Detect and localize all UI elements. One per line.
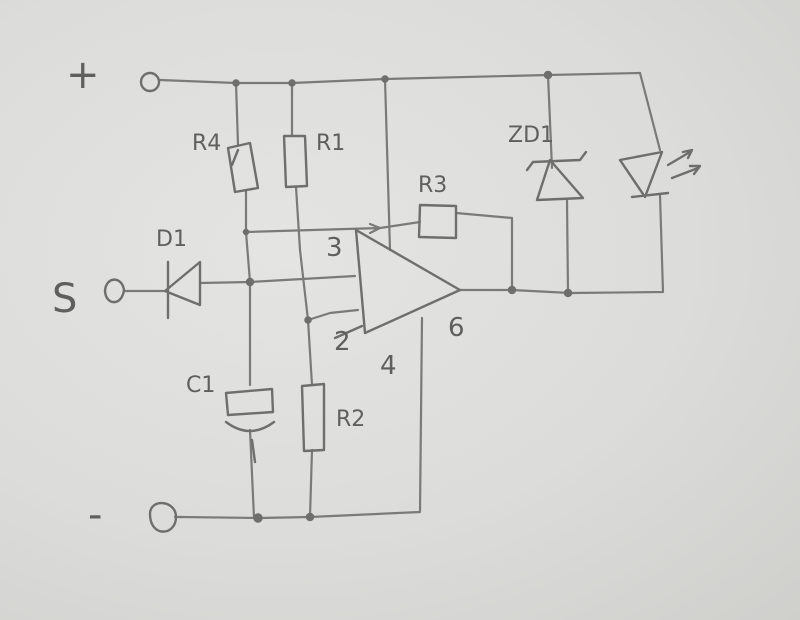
- resistor-r2: [300, 382, 326, 453]
- resistor-r4: [226, 141, 260, 194]
- c1-bottom-wire: [248, 428, 256, 520]
- junction-dot: [304, 316, 312, 324]
- r3-right-wire: [454, 211, 514, 292]
- plus-label: +: [66, 52, 100, 98]
- positive-terminal: [139, 71, 161, 93]
- r4-label: R4: [192, 131, 221, 156]
- zd1-label: ZD1: [508, 123, 554, 148]
- resistor-r1: [282, 134, 309, 189]
- junction-dot: [381, 75, 389, 83]
- zd1-bottom-wire: [565, 198, 570, 295]
- r3-label: R3: [418, 173, 447, 198]
- led: [618, 150, 670, 199]
- r4-bottom-wire: [244, 188, 252, 387]
- zener-zd1: [525, 150, 588, 202]
- r3-left-wire: [244, 220, 422, 235]
- signal-label: S: [52, 276, 77, 322]
- r2-bottom-wire: [308, 448, 314, 519]
- pin3-label: 3: [326, 233, 343, 263]
- led-to-output: [458, 193, 665, 295]
- junction-dot: [242, 228, 250, 236]
- junction-dot: [563, 288, 573, 298]
- opamp-pin2-stub: [333, 324, 364, 340]
- opamp-supply-wire: [383, 77, 392, 252]
- d1-label: D1: [156, 227, 187, 252]
- pin2-wire: [306, 308, 360, 322]
- op-amp: [354, 228, 462, 335]
- resistor-r3: [417, 203, 458, 240]
- negative-terminal: [148, 501, 178, 533]
- r4-top-wire: [234, 81, 240, 147]
- diode-d1: [163, 260, 202, 320]
- junction-dot: [245, 277, 255, 287]
- signal-terminal: [103, 278, 126, 304]
- junction-dot: [253, 513, 263, 523]
- pin6-label: 6: [448, 313, 465, 343]
- minus-label: -: [88, 492, 102, 538]
- pin2-label: 2: [334, 327, 351, 357]
- led-emission-arrows: [666, 148, 702, 180]
- c1-label: C1: [186, 373, 215, 398]
- junction-dot: [232, 79, 240, 87]
- r1-label: R1: [316, 131, 345, 156]
- junction-dot: [543, 70, 553, 80]
- negative-rail: [178, 316, 424, 520]
- pin3-input-wire: [198, 274, 357, 285]
- zd1-top-wire: [546, 73, 554, 170]
- junction-dot: [507, 285, 517, 295]
- right-rail-down: [638, 71, 662, 152]
- r1-r2-wire: [294, 185, 314, 387]
- junction-dot: [305, 512, 315, 522]
- positive-rail: [158, 71, 642, 85]
- r2-label: R2: [336, 407, 365, 432]
- capacitor-c1: [224, 387, 276, 464]
- pin4-label: 4: [380, 351, 397, 381]
- junction-dot: [288, 79, 296, 87]
